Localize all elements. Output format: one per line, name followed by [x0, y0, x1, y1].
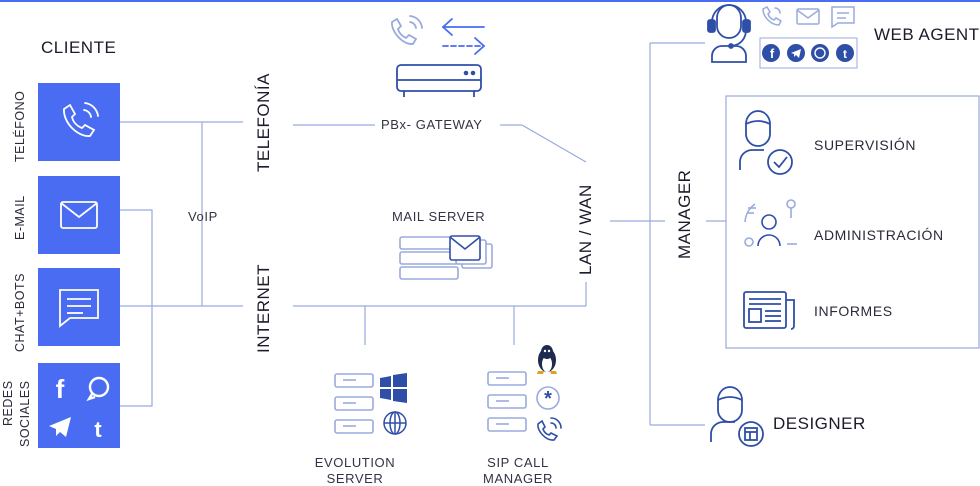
channel-tile-telefono	[38, 83, 120, 161]
sip-server-icon	[487, 371, 527, 432]
sip-call-manager-label-line1: SIP CALL	[487, 455, 549, 470]
channel-tile-email	[38, 176, 120, 254]
web-agent-label: WEB AGENT	[874, 25, 980, 44]
channel-tile-redes-sociales: f t	[38, 363, 120, 448]
designer-icon	[710, 386, 764, 447]
evolution-server-label-line2: SERVER	[326, 471, 384, 486]
linux-icon	[537, 345, 557, 374]
supervisor-icon	[739, 110, 793, 175]
svg-text:f: f	[56, 374, 65, 404]
voip-label: VoIP	[188, 209, 218, 224]
web-agent-avatar-icon	[707, 4, 751, 63]
svg-text:f: f	[770, 46, 775, 61]
cliente-title: CLIENTE	[41, 38, 117, 57]
svg-text:*: *	[544, 388, 552, 410]
channel-label-chat-bots: CHAT+BOTS	[13, 273, 27, 352]
call-icon	[537, 417, 562, 441]
internet-label: INTERNET	[254, 264, 273, 353]
svg-text:t: t	[94, 417, 102, 442]
channel-tile-chat	[38, 268, 120, 346]
network-lines	[293, 42, 726, 426]
evolution-server-label-line1: EVOLUTION	[314, 455, 396, 470]
svg-text:t: t	[843, 47, 847, 61]
manager-label: MANAGER	[675, 169, 694, 259]
agent-phone-icon	[762, 6, 782, 26]
chat-icon	[59, 289, 99, 328]
transfer-arrows-icon	[441, 18, 486, 55]
telegram-icon	[49, 417, 71, 437]
channel-label-sociales: SOCIALES	[18, 380, 32, 447]
management-panel-box	[725, 95, 980, 349]
telefonia-label: TELEFONÍA	[254, 73, 273, 172]
phone-tile-icon	[63, 102, 99, 137]
agent-tumblr-icon: t	[836, 44, 854, 62]
tumblr-icon: t	[94, 417, 102, 442]
agent-facebook-icon: f	[762, 44, 780, 62]
mail-server-label: MAIL SERVER	[392, 209, 486, 224]
client-connector-lines	[120, 121, 243, 407]
informes-label: INFORMES	[814, 303, 893, 319]
windows-icon	[380, 373, 407, 403]
channel-label-redes: REDES	[1, 380, 15, 426]
channel-label-telefono: TELÉFONO	[13, 90, 27, 162]
mail-server-icon	[399, 235, 493, 280]
lan-wan-label: LAN / WAN	[576, 184, 595, 275]
asterisk-icon: *	[536, 386, 560, 410]
administracion-label: ADMINISTRACIÓN	[814, 227, 944, 243]
administration-network-icon	[744, 199, 797, 247]
globe-icon	[383, 411, 407, 435]
agent-email-icon	[796, 8, 820, 25]
designer-label: DESIGNER	[773, 414, 866, 433]
newspaper-icon	[743, 291, 795, 330]
agent-chat-icon	[831, 6, 855, 29]
envelope-icon	[60, 201, 98, 229]
agent-telegram-icon	[787, 44, 805, 62]
pbx-gateway-label: PBx- GATEWAY	[381, 117, 483, 132]
evolution-server-icon	[334, 373, 374, 434]
social-icons-group: f t	[49, 374, 110, 442]
facebook-icon: f	[56, 374, 65, 404]
web-agent-channel-box	[759, 37, 858, 69]
whatsapp-icon	[86, 376, 110, 402]
agent-whatsapp-icon	[811, 44, 829, 62]
sip-call-manager-label-line2: MANAGER	[483, 471, 553, 486]
supervision-label: SUPERVISIÓN	[814, 137, 917, 153]
router-icon	[396, 64, 482, 97]
channel-label-email: E-MAIL	[13, 195, 27, 240]
phone-icon	[391, 15, 423, 45]
